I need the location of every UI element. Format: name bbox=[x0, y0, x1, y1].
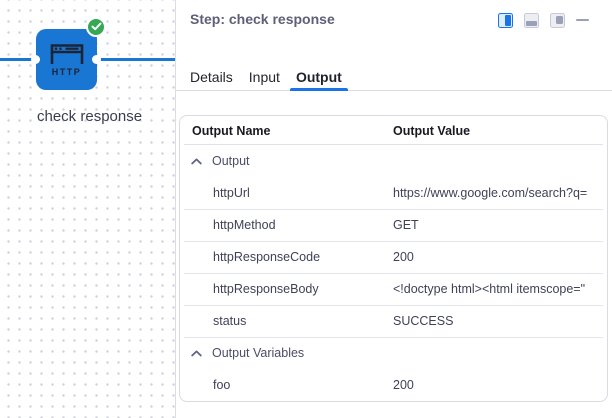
col-output-value: Output Value bbox=[393, 123, 471, 138]
chevron-up-icon[interactable] bbox=[191, 158, 202, 165]
group-label: Output bbox=[212, 154, 250, 168]
output-name-cell: httpResponseBody bbox=[213, 282, 319, 296]
output-table-body: Output httpUrl https://www.google.com/se… bbox=[180, 145, 607, 401]
layout-bottom-panel-button[interactable] bbox=[524, 12, 539, 28]
output-value-cell: SUCCESS bbox=[393, 314, 454, 328]
output-name-cell: httpUrl bbox=[213, 186, 250, 200]
layout-split-right-button[interactable] bbox=[498, 12, 513, 28]
chevron-up-icon[interactable] bbox=[191, 350, 202, 357]
output-table-row: httpResponseCode 200 bbox=[180, 241, 607, 273]
output-name-cell: httpResponseCode bbox=[213, 250, 321, 264]
output-name-cell: foo bbox=[213, 378, 231, 392]
output-name-cell: httpMethod bbox=[213, 218, 276, 232]
output-value-cell: 200 bbox=[393, 378, 414, 392]
output-group-row[interactable]: Output Variables bbox=[180, 337, 607, 369]
output-table-row: status SUCCESS bbox=[180, 305, 607, 337]
node-http-label: HTTP bbox=[51, 66, 82, 77]
http-task-node[interactable]: HTTP bbox=[36, 29, 97, 90]
step-panel-title: Step: check response bbox=[190, 11, 335, 27]
output-value-cell: https://www.google.com/search?q= bbox=[393, 186, 588, 200]
check-icon bbox=[91, 18, 102, 36]
output-group-row[interactable]: Output bbox=[180, 145, 607, 177]
step-panel-tabs: Details Input Output bbox=[176, 60, 612, 91]
output-value-cell: GET bbox=[393, 218, 419, 232]
output-table-row: httpMethod GET bbox=[180, 209, 607, 241]
workflow-canvas[interactable]: HTTP check response bbox=[0, 0, 175, 418]
node-name-label: check response bbox=[37, 108, 143, 125]
output-value-cell: <!doctype html><html itemscope=" bbox=[393, 282, 586, 296]
success-check-badge bbox=[86, 17, 106, 37]
tab-input[interactable]: Input bbox=[243, 60, 286, 90]
output-table-row: foo 200 bbox=[180, 369, 607, 401]
group-label: Output Variables bbox=[212, 346, 305, 360]
col-output-name: Output Name bbox=[192, 123, 271, 138]
output-value-cell: 200 bbox=[393, 250, 414, 264]
layout-bottom-panel-icon bbox=[524, 12, 539, 28]
node-input-port[interactable] bbox=[31, 55, 40, 64]
output-table-header: Output Name Output Value bbox=[180, 116, 607, 145]
minimize-panel-button[interactable] bbox=[576, 18, 589, 22]
layout-floating-panel-icon bbox=[550, 12, 565, 28]
layout-floating-panel-button[interactable] bbox=[550, 12, 565, 28]
output-table-row: httpResponseBody <!doctype html><html it… bbox=[180, 273, 607, 305]
step-panel: Step: check response Details Input Outpu… bbox=[176, 0, 612, 418]
panel-divider bbox=[175, 0, 176, 418]
output-table: Output Name Output Value Output httpUrl … bbox=[179, 115, 608, 402]
node-output-port[interactable] bbox=[92, 55, 101, 64]
output-table-row: httpUrl https://www.google.com/search?q= bbox=[180, 177, 607, 209]
tab-output[interactable]: Output bbox=[289, 60, 348, 91]
panel-window-controls bbox=[498, 11, 589, 29]
minimize-icon bbox=[576, 18, 589, 22]
http-browser-icon bbox=[49, 43, 85, 65]
output-name-cell: status bbox=[213, 314, 247, 328]
layout-split-right-icon bbox=[498, 12, 513, 28]
tab-details[interactable]: Details bbox=[184, 60, 239, 90]
